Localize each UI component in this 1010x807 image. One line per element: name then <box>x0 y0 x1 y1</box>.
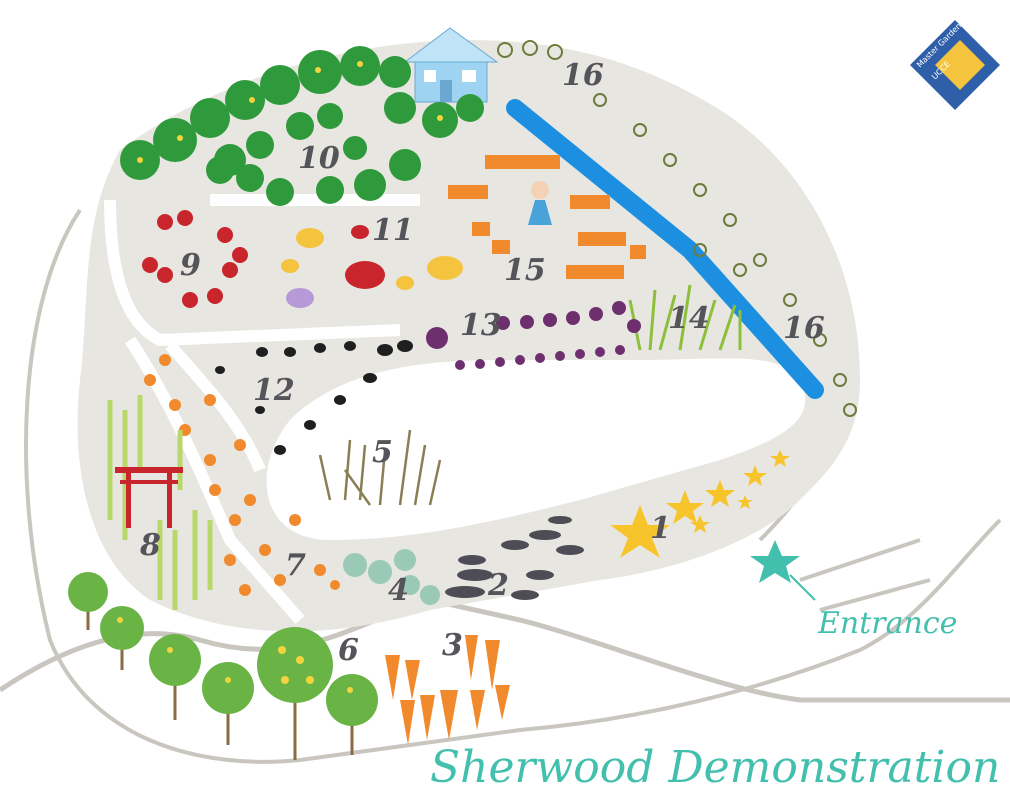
girl-figure <box>528 181 552 225</box>
entrance-label: Entrance <box>817 606 957 641</box>
olives <box>215 340 413 455</box>
area-label-7: 7 <box>285 548 306 583</box>
area-label-14: 14 <box>668 301 710 336</box>
master-gardener-logo: Master Gardener UCCE <box>910 15 1000 110</box>
area-label-1: 1 <box>650 511 671 546</box>
succulents <box>343 549 440 605</box>
garden-title: Sherwood Demonstration Garden <box>430 742 1010 793</box>
area-label-5: 5 <box>372 435 393 470</box>
area-label-4: 4 <box>388 573 409 608</box>
area-label-16-right: 16 <box>783 311 825 346</box>
butterflies <box>281 225 463 308</box>
area-label-16-top: 16 <box>562 58 604 93</box>
roses <box>142 210 248 308</box>
flower-boxes <box>448 155 646 279</box>
area-label-10: 10 <box>298 141 340 176</box>
fruit-trees <box>68 572 378 760</box>
house-icon <box>403 27 499 103</box>
spiral-plants <box>497 40 857 417</box>
area-label-15: 15 <box>504 253 546 288</box>
area-label-9: 9 <box>180 248 201 283</box>
stones <box>445 516 584 600</box>
reeds <box>318 429 442 506</box>
area-label-13: 13 <box>460 308 502 343</box>
area-label-3: 3 <box>442 628 463 663</box>
poppies <box>144 354 340 596</box>
area-label-11: 11 <box>372 213 414 248</box>
entrance-star-icon <box>750 540 800 583</box>
torii-gate-icon <box>115 467 183 528</box>
outer-loop-line <box>24 208 1002 764</box>
water-channel <box>506 99 824 399</box>
inner-paths <box>104 194 420 624</box>
area-label-8: 8 <box>139 528 161 563</box>
shrub-flowers <box>137 61 443 163</box>
carrots <box>385 635 510 745</box>
area-label-2: 2 <box>487 568 509 603</box>
area-label-12: 12 <box>253 373 295 408</box>
entrance-pointer <box>789 574 816 601</box>
purple-flowers <box>426 301 641 370</box>
fruit <box>117 617 353 693</box>
bamboo <box>107 395 213 610</box>
shrub-row <box>120 46 484 206</box>
area-label-6: 6 <box>338 633 359 668</box>
stars <box>610 450 790 558</box>
